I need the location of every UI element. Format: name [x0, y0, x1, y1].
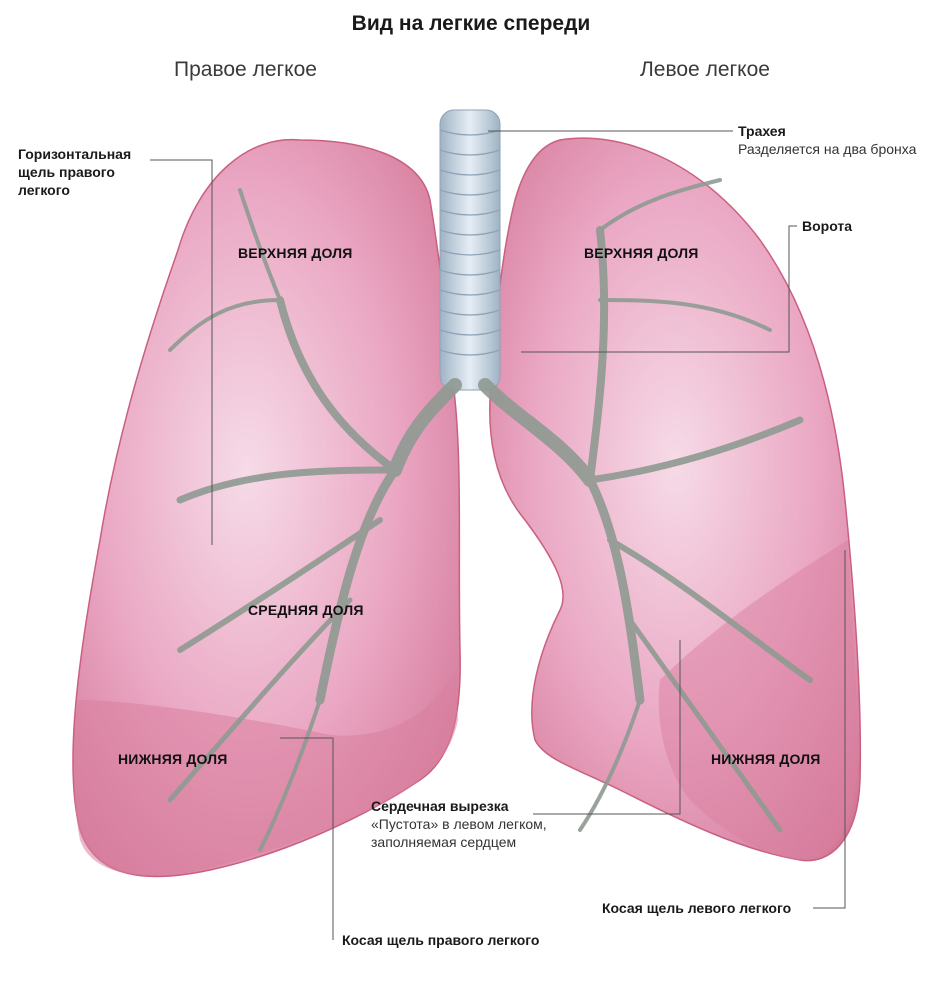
- left-lower-lobe-label: НИЖНЯЯ ДОЛЯ: [711, 751, 821, 767]
- left-upper-lobe-label: ВЕРХНЯЯ ДОЛЯ: [584, 245, 699, 261]
- right-oblique-fissure-callout: Косая щель правого легкого: [342, 932, 540, 948]
- hilum-callout: Ворота: [802, 218, 853, 234]
- trachea-description: Разделяется на два бронха: [738, 141, 917, 157]
- cardiac-notch-desc-line: заполняемая сердцем: [371, 834, 517, 850]
- cardiac-notch-callout: Сердечная вырезка «Пустота» в левом легк…: [371, 797, 547, 851]
- trachea-callout: Трахея Разделяется на два бронха: [738, 122, 916, 158]
- trachea-title: Трахея: [738, 123, 786, 139]
- callout-line: легкого: [18, 182, 70, 198]
- cardiac-notch-title: Сердечная вырезка: [371, 798, 509, 814]
- right-lower-lobe: [73, 670, 459, 876]
- cardiac-notch-desc-line: «Пустота» в левом легком,: [371, 816, 547, 832]
- callout-line: Горизонтальная: [18, 146, 132, 162]
- left-lower-lobe: [658, 540, 859, 860]
- right-lung-heading: Правое легкое: [174, 58, 317, 81]
- right-lower-lobe-label: НИЖНЯЯ ДОЛЯ: [118, 751, 228, 767]
- left-lung-heading: Левое легкое: [640, 58, 770, 81]
- page-title: Вид на легкие спереди: [351, 12, 591, 35]
- bronchial-tree: [167, 178, 813, 852]
- leader-lines: [150, 130, 846, 940]
- right-upper-lobe-label: ВЕРХНЯЯ ДОЛЯ: [238, 245, 353, 261]
- callout-line: щель правого: [18, 164, 115, 180]
- left-oblique-fissure-callout: Косая щель левого легкого: [602, 900, 792, 916]
- horizontal-fissure-callout: Горизонтальная щель правого легкого: [18, 145, 131, 199]
- right-middle-lobe-label: СРЕДНЯЯ ДОЛЯ: [248, 602, 364, 618]
